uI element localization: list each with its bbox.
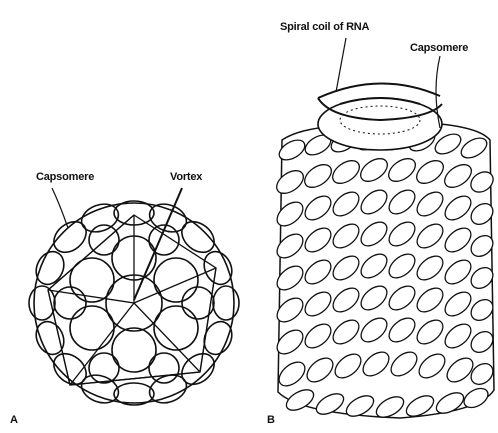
panel-b-letter: B <box>267 414 275 426</box>
capsomere-leader-line-a <box>52 188 68 228</box>
vertex-label: Vortex <box>170 171 202 183</box>
capsomere-label-a: Capsomere <box>36 171 94 183</box>
icosahedral-virus <box>29 188 239 408</box>
capsid-top <box>318 98 442 150</box>
rna-coil-label: Spiral coil of RNA <box>280 21 369 33</box>
capsomere-label-b: Capsomere <box>410 42 468 54</box>
helical-virus <box>273 38 497 421</box>
rna-leader-line <box>336 38 346 92</box>
panel-a-letter: A <box>10 414 18 426</box>
